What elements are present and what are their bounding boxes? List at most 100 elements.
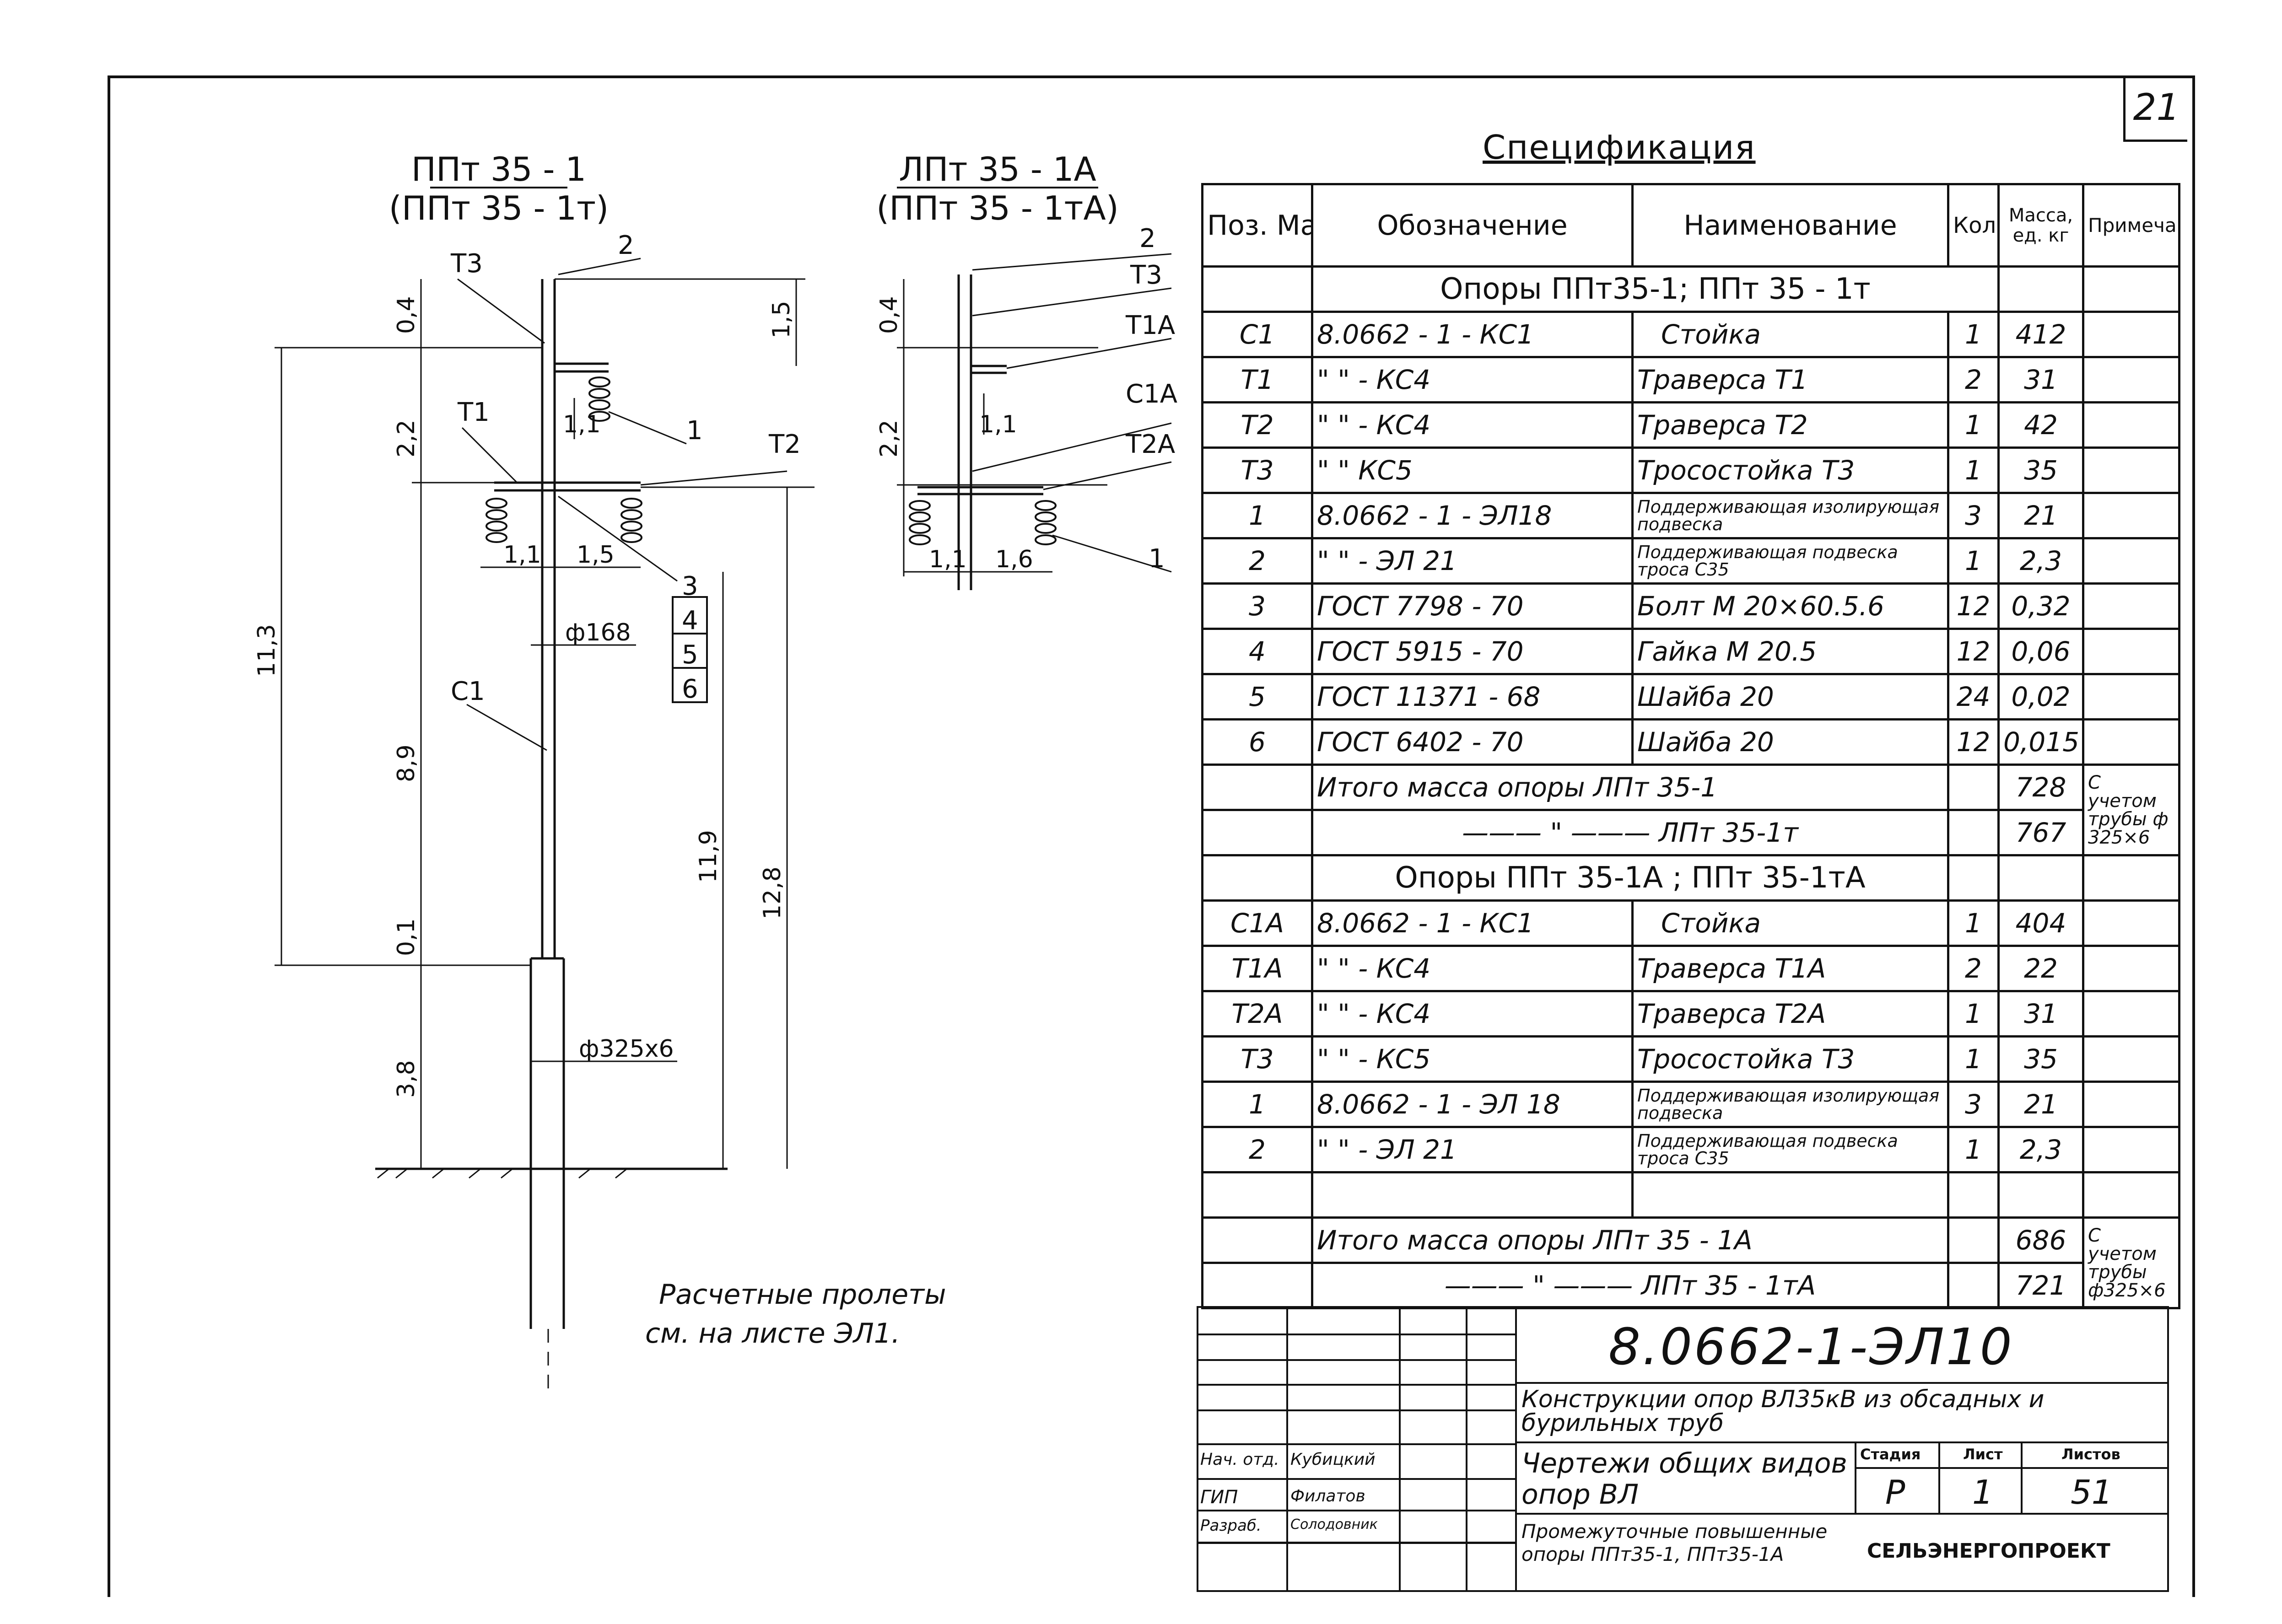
spec-rows-2: С1А 8.0662 - 1 - КС1 Стойка 1 404 Т1А " … xyxy=(1201,899,2180,1173)
total-2-note: С учетом трубы ф325×6 xyxy=(2082,1216,2180,1309)
label-right-t3: Т3 xyxy=(1130,260,1162,290)
label-c1: С1 xyxy=(451,677,485,706)
dim-11-9: 11,9 xyxy=(695,830,722,883)
table-row: 6 ГОСТ 6402 - 70 Шайба 20 12 0,015 xyxy=(1201,718,2180,766)
sheet-title: Чертежи общих видов опор ВЛ xyxy=(1521,1447,1847,1511)
section-row: Опоры ППт35-1; ППт 35 - 1т xyxy=(1201,265,2180,313)
label-right-2: 2 xyxy=(1139,224,1156,253)
total-1b-label: ——— " ——— ЛПт 35-1т xyxy=(1311,809,1949,856)
table-row: 1 8.0662 - 1 - ЭЛ 18 Поддерживающая изол… xyxy=(1201,1081,2180,1128)
total-1a-label: Итого масса опоры ЛПт 35-1 xyxy=(1311,764,1949,811)
label-4: 4 xyxy=(682,606,698,635)
title-block: Нач. отд. Кубицкий ГИП Филатов Разраб. С… xyxy=(1197,1306,2169,1592)
spec-rows-1: С1 8.0662 - 1 - КС1 Стойка 1 412 Т1 " " … xyxy=(1201,311,2180,766)
note-line-1: Расчетные пролеты xyxy=(659,1279,946,1311)
header-qty: Кол. xyxy=(1947,183,2000,268)
label-5: 5 xyxy=(682,640,698,670)
left-title: ППт 35 - 1 xyxy=(411,150,586,188)
table-row: 5 ГОСТ 11371 - 68 Шайба 20 24 0,02 xyxy=(1201,673,2180,721)
person-name-1: Кубицкий xyxy=(1290,1450,1376,1469)
empty-row xyxy=(1201,1171,2180,1219)
total-row: Итого масса опоры ЛПт 35 - 1А 686 С учет… xyxy=(1201,1216,2180,1309)
header-pos: Поз. Марка xyxy=(1201,183,1313,268)
dim-12-8: 12,8 xyxy=(759,866,786,920)
right-title: ЛПт 35 - 1А xyxy=(899,150,1096,188)
dim-right-2-2: 2,2 xyxy=(875,419,903,457)
person-role-3: Разраб. xyxy=(1200,1516,1262,1535)
table-row: Т1 " " - КС4 Траверса Т1 2 31 xyxy=(1201,356,2180,403)
right-title-alt: (ППт 35 - 1тА) xyxy=(876,189,1119,227)
dim-right-1-1b: 1,1 xyxy=(929,546,967,573)
dim-2-2: 2,2 xyxy=(393,419,420,457)
dim-right-0-4: 0,4 xyxy=(875,296,903,334)
total-2a-mass: 686 xyxy=(1997,1216,2084,1264)
dim-1-5b: 1,5 xyxy=(577,541,615,569)
dim-pipe-325: ф325х6 xyxy=(579,1035,674,1063)
person-name-2: Филатов xyxy=(1290,1487,1365,1506)
sheet-frame xyxy=(108,75,2195,1597)
table-row: 2 " " - ЭЛ 21 Поддерживающая подвеска тр… xyxy=(1201,1126,2180,1173)
table-row: Т3 " " КС5 Тросостойка Т3 1 35 xyxy=(1201,446,2180,494)
section-row: Опоры ППт 35-1А ; ППт 35-1тА xyxy=(1201,854,2180,902)
sheet-value: 1 xyxy=(1972,1473,1993,1511)
sub-title: Промежуточные повышенные опоры ППт35-1, … xyxy=(1521,1520,1828,1565)
table-row: Т2 " " - КС4 Траверса Т2 1 42 xyxy=(1201,401,2180,449)
spec-header-row: Поз. Марка Обозначение Наименование Кол.… xyxy=(1201,183,2180,268)
label-right-1: 1 xyxy=(1149,544,1165,574)
header-mass: Масса, ед. кг xyxy=(1997,183,2084,268)
total-row: Итого масса опоры ЛПт 35-1 728 С учетом … xyxy=(1201,764,2180,856)
section-2-title: Опоры ППт 35-1А ; ППт 35-1тА xyxy=(1311,854,1949,902)
total-1a-mass: 728 xyxy=(1997,764,2084,811)
total-2b-mass: 721 xyxy=(1997,1262,2084,1309)
table-row: 3 ГОСТ 7798 - 70 Болт М 20×60.5.6 12 0,3… xyxy=(1201,582,2180,630)
label-t3: Т3 xyxy=(450,249,483,279)
spec-table: Поз. Марка Обозначение Наименование Кол.… xyxy=(1201,183,2180,1309)
dim-0-4: 0,4 xyxy=(393,296,420,334)
dim-0-1: 0,1 xyxy=(393,918,420,956)
label-right-t2a: Т2А xyxy=(1125,430,1175,459)
total-row: ——— " ——— ЛПт 35 - 1тА 721 xyxy=(1201,1262,2179,1309)
label-t1: Т1 xyxy=(457,398,490,427)
total-row: ——— " ——— ЛПт 35-1т 767 xyxy=(1201,809,2179,856)
table-row: Т1А " " - КС4 Траверса Т1А 2 22 xyxy=(1201,945,2180,992)
label-t2: Т2 xyxy=(768,430,801,459)
label-1: 1 xyxy=(686,416,703,446)
table-row: 1 8.0662 - 1 - ЭЛ18 Поддерживающая изоли… xyxy=(1201,492,2180,539)
sheets-value: 51 xyxy=(2071,1473,2113,1511)
table-row: Т2А " " - КС4 Траверса Т2А 1 31 xyxy=(1201,990,2180,1038)
label-6: 6 xyxy=(682,674,698,704)
person-role-1: Нач. отд. xyxy=(1200,1450,1279,1469)
project-name: Конструкции опор ВЛ35кВ из обсадных и бу… xyxy=(1521,1386,2045,1437)
dim-8-9: 8,9 xyxy=(393,744,420,782)
total-2a-label: Итого масса опоры ЛПт 35 - 1А xyxy=(1311,1216,1949,1264)
total-1-note: С учетом трубы ф 325×6 xyxy=(2082,764,2180,856)
table-row: 2 " " - ЭЛ 21 Поддерживающая подвеска тр… xyxy=(1201,537,2180,585)
dim-11-3: 11,3 xyxy=(253,624,281,677)
dim-1-5: 1,5 xyxy=(768,301,795,339)
table-row: С1А 8.0662 - 1 - КС1 Стойка 1 404 xyxy=(1201,899,2180,947)
stage-label: Стадия xyxy=(1860,1446,1921,1463)
label-2: 2 xyxy=(618,231,634,260)
total-1b-mass: 767 xyxy=(1997,809,2084,856)
dim-right-1-6: 1,6 xyxy=(995,546,1033,573)
stage-value: Р xyxy=(1885,1473,1905,1511)
header-note: Примечание xyxy=(2082,183,2180,268)
table-row: С1 8.0662 - 1 - КС1 Стойка 1 412 xyxy=(1201,311,2180,358)
note-line-2: см. на листе ЭЛ1. xyxy=(645,1317,900,1350)
dim-1-1b: 1,1 xyxy=(503,541,541,569)
sheets-label: Листов xyxy=(2061,1446,2120,1463)
dim-right-1-1: 1,1 xyxy=(979,411,1017,438)
organization: СЕЛЬЭНЕРГОПРОЕКТ xyxy=(1867,1539,2110,1563)
sheet-number: 21 xyxy=(2123,75,2187,142)
label-right-t1a: Т1А xyxy=(1125,311,1175,340)
table-row: 4 ГОСТ 5915 - 70 Гайка М 20.5 12 0,06 xyxy=(1201,628,2180,675)
person-name-3: Солодовник xyxy=(1290,1516,1378,1533)
table-row: Т3 " " - КС5 Тросостойка Т3 1 35 xyxy=(1201,1035,2180,1083)
header-designation: Обозначение xyxy=(1311,183,1634,268)
total-2b-label: ——— " ——— ЛПт 35 - 1тА xyxy=(1311,1262,1949,1309)
person-role-2: ГИП xyxy=(1200,1487,1238,1508)
header-name: Наименование xyxy=(1631,183,1949,268)
dim-1-1: 1,1 xyxy=(563,411,601,438)
label-right-c1a: С1А xyxy=(1126,379,1177,409)
spec-title: Спецификация xyxy=(1483,128,1756,167)
